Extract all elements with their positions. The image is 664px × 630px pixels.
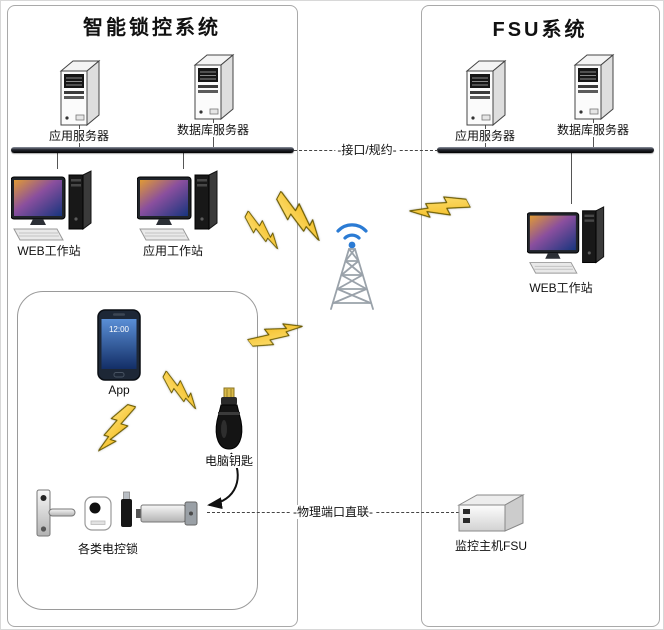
- left-app-server-icon: [53, 57, 105, 129]
- left-web-workstation-label: WEB工作站: [15, 244, 83, 258]
- fsu-host-icon: [455, 491, 527, 537]
- radio-tower-icon: [319, 209, 385, 313]
- line-left-webws-bus: [57, 153, 58, 169]
- right-panel-title: FSU系统: [488, 13, 592, 42]
- right-app-server-icon: [459, 57, 511, 129]
- right-db-server-icon: [567, 51, 619, 123]
- electric-locks-label: 各类电控锁: [75, 542, 141, 556]
- line-left-appws-bus: [183, 153, 184, 169]
- left-db-server-icon: [187, 51, 239, 123]
- computer-key-icon: [211, 387, 247, 453]
- smartphone-app-icon: 12:00: [97, 309, 141, 381]
- left-app-workstation-icon: [137, 167, 233, 245]
- right-db-server-label: 数据库服务器: [554, 123, 632, 137]
- left-web-workstation-icon: [11, 167, 107, 245]
- app-label: App: [106, 383, 132, 397]
- phone-clock-text: 12:00: [109, 325, 130, 334]
- left-db-server-label: 数据库服务器: [174, 123, 252, 137]
- right-web-workstation-label: WEB工作站: [527, 281, 595, 295]
- line-right-webws-bus: [571, 153, 572, 204]
- left-bus-bar: [11, 147, 294, 153]
- fsu-host-label: 监控主机FSU: [452, 539, 530, 553]
- computer-key-label: 电脑钥匙: [202, 454, 256, 468]
- left-app-server-label: 应用服务器: [46, 129, 112, 143]
- right-web-workstation-icon: [527, 203, 619, 278]
- left-app-workstation-label: 应用工作站: [140, 244, 206, 258]
- left-panel-title: 智能锁控系统: [79, 11, 225, 40]
- physical-link-label: -物理端口直联-: [291, 505, 375, 519]
- interface-link-label: -接口/规约-: [335, 143, 399, 157]
- right-bus-bar: [437, 147, 654, 153]
- right-app-server-label: 应用服务器: [452, 129, 518, 143]
